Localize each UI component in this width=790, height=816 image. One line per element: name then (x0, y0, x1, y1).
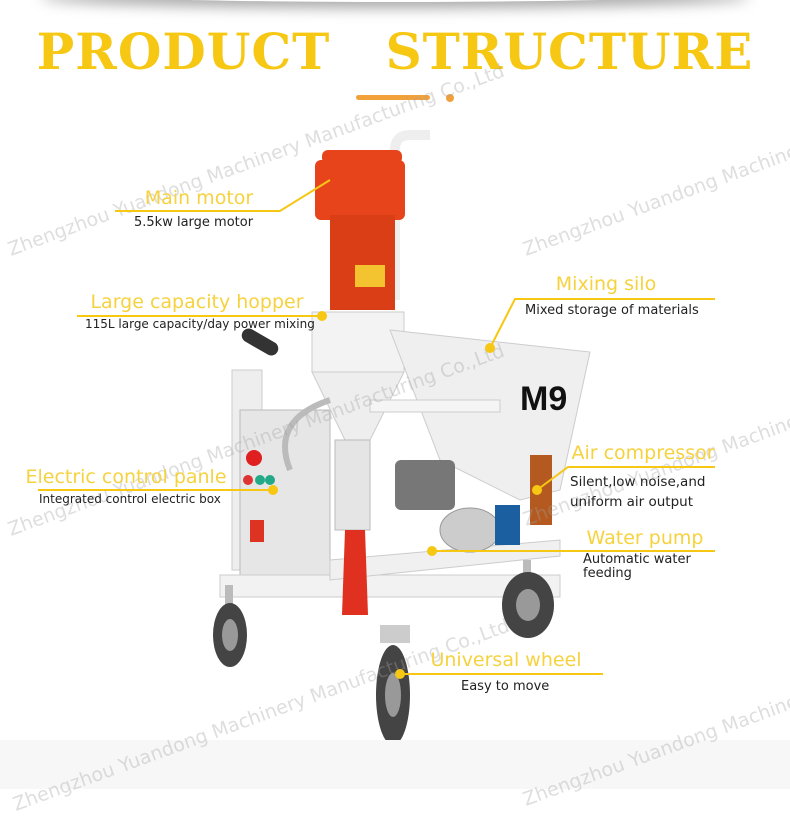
stator-pump (342, 530, 368, 615)
callout-desc-wheel: Easy to move (461, 679, 550, 694)
wheel-left (213, 585, 247, 667)
callout-desc-compressor: Silent,low noise,and uniform air output (570, 472, 705, 512)
title-right: STRUCTURE (385, 22, 754, 81)
page-title: PRODUCT STRUCTURE (0, 22, 790, 81)
compressor-desc-line2: uniform air output (570, 494, 694, 510)
wheel-right (502, 560, 554, 638)
callout-title-silo: Mixing silo (555, 273, 657, 295)
model-label: M9 (520, 380, 567, 418)
socket (250, 520, 264, 542)
callout-desc-hopper: 115L large capacity/day power mixing (85, 317, 315, 331)
main-motor (315, 160, 405, 220)
callout-title-pump: Water pump (586, 527, 704, 549)
pump-desc-line1: Automatic water (583, 552, 691, 567)
hopper (311, 311, 405, 373)
water-pump (439, 507, 501, 553)
pump-desc-line2: feeding (583, 566, 632, 581)
wheel-front (376, 625, 410, 745)
title-dot (446, 94, 454, 102)
air-compressor (395, 460, 455, 510)
callout-desc-main-motor: 5.5kw large motor (134, 215, 254, 230)
callout-title-hopper: Large capacity hopper (90, 291, 304, 313)
callout-desc-silo: Mixed storage of materials (525, 303, 699, 318)
callout-desc-control: Integrated control electric box (39, 492, 221, 506)
title-left: PRODUCT (36, 22, 331, 81)
machine-illustration: M9 (213, 130, 591, 745)
callout-title-compressor: Air compressor (571, 442, 715, 464)
callout-title-wheel: Universal wheel (430, 649, 582, 671)
compressor-desc-line1: Silent,low noise,and (570, 474, 706, 490)
base-frame (219, 574, 561, 598)
title-underline (356, 95, 430, 100)
callout-title-control: Electric control panle (25, 466, 227, 488)
emergency-stop (246, 450, 262, 466)
callout-title-main-motor: Main motor (144, 187, 254, 209)
